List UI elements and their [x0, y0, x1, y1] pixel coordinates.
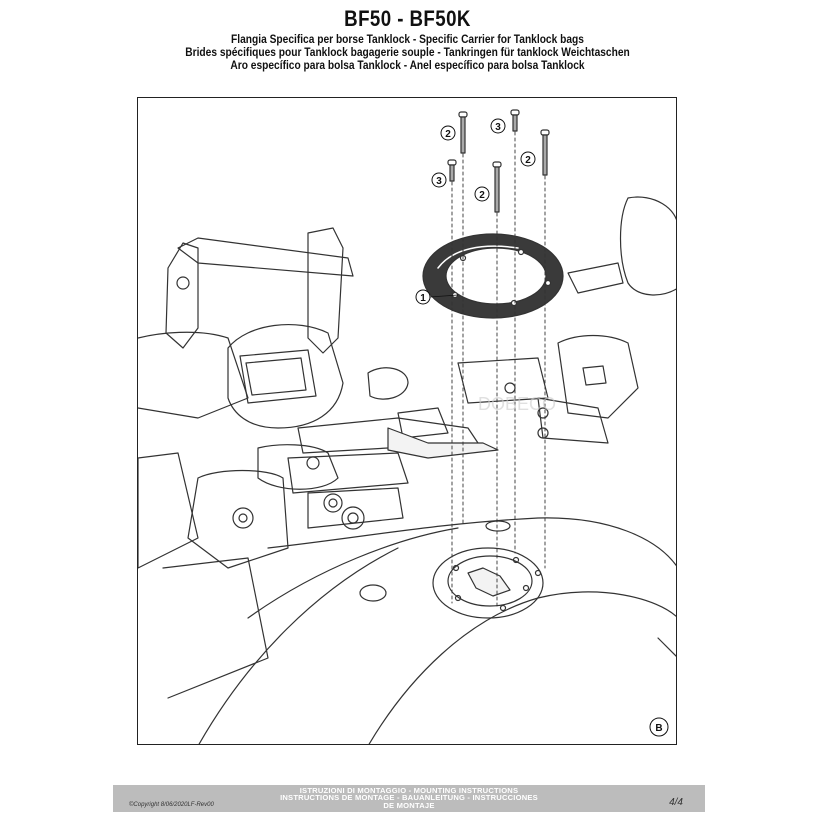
svg-text:1: 1: [420, 293, 426, 304]
svg-text:2: 2: [525, 155, 531, 166]
mirrors: [367, 196, 676, 400]
assembly-diagram: 2 3 2 3 2 1 B DOBECO: [138, 109, 676, 744]
svg-text:2: 2: [479, 190, 485, 201]
screws: [447, 109, 550, 213]
footer-instructions: ISTRUZIONI DI MONTAGGIO - MOUNTING INSTR…: [113, 786, 705, 810]
footer-line-1: ISTRUZIONI DI MONTAGGIO - MOUNTING INSTR…: [299, 786, 519, 795]
svg-text:3: 3: [495, 122, 501, 133]
handlebar: [257, 334, 639, 490]
svg-text:B: B: [655, 723, 662, 734]
page-title: BF50 - BF50K: [344, 6, 471, 31]
callout-3a: 3: [490, 118, 506, 134]
svg-text:3: 3: [436, 176, 442, 187]
subtitle-line-1: Flangia Specifica per borse Tanklock - S…: [231, 33, 584, 46]
subtitle-line-3: Aro específico para bolsa Tanklock - Ane…: [230, 59, 585, 72]
diagram-frame: 2 3 2 3 2 1 B DOBECO: [137, 97, 677, 745]
footer-bar: ISTRUZIONI DI MONTAGGIO - MOUNTING INSTR…: [113, 785, 705, 812]
page-number: 4/4: [669, 797, 683, 808]
callout-1: 1: [415, 289, 431, 305]
fuel-cap: [432, 547, 544, 619]
subtitle-line-2: Brides spécifiques pour Tanklock bagager…: [185, 46, 630, 59]
footer-line-3: DE MONTAJE: [383, 800, 435, 810]
fuel-tank: [198, 517, 676, 744]
instrument-cluster: [227, 323, 344, 429]
svg-text:2: 2: [445, 129, 451, 140]
tanklock-ring: [422, 233, 564, 319]
panel-label: B: [649, 717, 669, 737]
callout-2c: 2: [474, 186, 490, 202]
callout-3b: 3: [431, 172, 447, 188]
footer-line-2: INSTRUCTIONS DE MONTAGE - BAUANLEITUNG -…: [280, 793, 538, 803]
watermark: DOBECO: [478, 394, 556, 414]
callout-2b: 2: [520, 151, 536, 167]
callout-2a: 2: [440, 125, 456, 141]
triple-clamp: [138, 452, 409, 699]
copyright: ©Copyright 8/06/2020LF-Rev00: [129, 802, 214, 808]
alignment-lines: [451, 131, 546, 609]
windshield-bracket: [138, 227, 354, 419]
